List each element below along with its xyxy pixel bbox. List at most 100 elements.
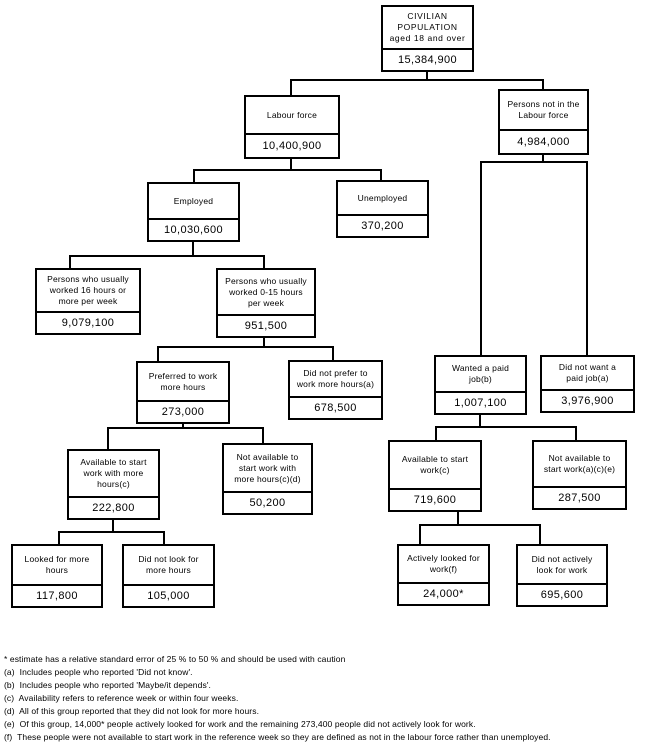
node-did-not-want-paid-job: Did not want a paid job(a) 3,976,900 [540, 355, 635, 413]
node-value: 287,500 [534, 486, 625, 508]
node-available-to-start-work: Available to start work(c) 719,600 [388, 440, 482, 512]
connector-line [419, 524, 421, 544]
connector-line [290, 79, 544, 81]
connector-line [426, 71, 428, 81]
connector-line [157, 346, 159, 361]
footnote-e: (e) Of this group, 14,000* people active… [4, 719, 476, 729]
node-label: Actively looked for work(f) [407, 553, 480, 574]
node-wanted-paid-job: Wanted a paid job(b) 1,007,100 [434, 355, 527, 415]
node-civilian-population: CIVILIAN POPULATION aged 18 and over 15,… [381, 5, 474, 72]
node-value: 10,400,900 [246, 133, 338, 157]
connector-line [480, 161, 482, 355]
node-label: Unemployed [357, 192, 408, 203]
node-value: 1,007,100 [436, 391, 525, 413]
node-value: 24,000* [399, 582, 488, 604]
node-employed: Employed 10,030,600 [147, 182, 240, 242]
connector-line [262, 427, 264, 443]
node-label: Did not prefer to work more hours(a) [296, 368, 375, 389]
connector-line [263, 255, 265, 268]
connector-line [263, 338, 265, 348]
node-label: Did not want a paid job(a) [558, 362, 617, 383]
footnote-c: (c) Availability refers to reference wee… [4, 693, 239, 703]
connector-line [290, 159, 292, 171]
footnote-asterisk: * estimate has a relative standard error… [4, 654, 346, 664]
connector-line [192, 242, 194, 257]
node-label: Persons who usually worked 16 hours or m… [47, 274, 129, 306]
connector-line [542, 79, 544, 89]
node-not-available-to-start-work: Not available to start work(a)(c)(e) 287… [532, 440, 627, 510]
connector-line [58, 531, 60, 544]
connector-line [380, 169, 382, 180]
node-label: Did not actively look for work [531, 553, 593, 575]
node-actively-looked-for-work: Actively looked for work(f) 24,000* [397, 544, 490, 606]
node-preferred-more-hours: Preferred to work more hours 273,000 [136, 361, 230, 424]
connector-line [112, 520, 114, 533]
connector-line [290, 79, 292, 95]
node-value: 273,000 [138, 400, 228, 422]
node-not-available-more-hours: Not available to start work with more ho… [222, 443, 313, 515]
node-labour-force: Labour force 10,400,900 [244, 95, 340, 159]
connector-line [479, 415, 481, 428]
connector-line [539, 524, 541, 544]
connector-line [586, 161, 588, 355]
connector-line [435, 426, 437, 440]
node-label: Employed [173, 195, 214, 206]
connector-line [480, 161, 588, 163]
node-label: Available to start work with more hours(… [80, 457, 147, 489]
node-label: Persons who usually worked 0-15 hours pe… [225, 275, 307, 308]
node-value: 719,600 [390, 488, 480, 510]
footnote-d: (d) All of this group reported that they… [4, 706, 260, 716]
connector-line [435, 426, 577, 428]
footnote-f: (f) These people were not available to s… [4, 732, 551, 742]
node-label: Persons not in the Labour force [507, 99, 580, 120]
connector-line [575, 426, 577, 440]
connector-line [107, 427, 264, 429]
node-value: 4,984,000 [500, 129, 587, 153]
connector-line [58, 531, 165, 533]
node-label: Wanted a paid job(b) [451, 363, 510, 384]
node-value: 951,500 [218, 314, 314, 336]
node-looked-for-more-hours: Looked for more hours 117,800 [11, 544, 103, 608]
node-value: 678,500 [290, 396, 381, 418]
node-available-more-hours: Available to start work with more hours(… [67, 449, 160, 520]
connector-line [107, 427, 109, 449]
node-not-in-labour-force: Persons not in the Labour force 4,984,00… [498, 89, 589, 155]
node-label: Not available to start work(a)(c)(e) [543, 453, 616, 474]
node-did-not-actively-look: Did not actively look for work 695,600 [516, 544, 608, 607]
connector-line [163, 531, 165, 544]
node-did-not-look-for-more-hours: Did not look for more hours 105,000 [122, 544, 215, 608]
node-value: 15,384,900 [383, 48, 472, 70]
connector-line [457, 512, 459, 526]
connector-line [157, 346, 334, 348]
connector-line [193, 169, 382, 171]
connector-line [542, 155, 544, 163]
node-value: 9,079,100 [37, 311, 139, 333]
node-value: 695,600 [518, 583, 606, 605]
node-label: Looked for more hours [24, 554, 90, 575]
node-value: 370,200 [338, 214, 427, 236]
node-did-not-prefer-more-hours: Did not prefer to work more hours(a) 678… [288, 360, 383, 420]
node-worked-0-15-hours: Persons who usually worked 0-15 hours pe… [216, 268, 316, 338]
footnote-a: (a) Includes people who reported 'Did no… [4, 667, 193, 677]
footnote-b: (b) Includes people who reported 'Maybe/… [4, 680, 212, 690]
node-label: Did not look for more hours [138, 554, 199, 575]
node-value: 105,000 [124, 584, 213, 606]
node-value: 3,976,900 [542, 389, 633, 411]
node-label: Preferred to work more hours [148, 370, 218, 392]
node-label: Not available to start work with more ho… [234, 451, 301, 484]
node-label: Available to start work(c) [401, 454, 469, 475]
node-unemployed: Unemployed 370,200 [336, 180, 429, 238]
node-label: CIVILIAN POPULATION aged 18 and over [389, 11, 466, 43]
connector-line [182, 424, 184, 429]
node-label: Labour force [266, 109, 318, 120]
connector-line [419, 524, 541, 526]
node-value: 10,030,600 [149, 218, 238, 240]
node-value: 222,800 [69, 496, 158, 518]
connector-line [193, 169, 195, 182]
node-worked-16-hours-or-more: Persons who usually worked 16 hours or m… [35, 268, 141, 335]
connector-line [332, 346, 334, 360]
connector-line [69, 255, 265, 257]
node-value: 117,800 [13, 584, 101, 606]
node-value: 50,200 [224, 491, 311, 513]
